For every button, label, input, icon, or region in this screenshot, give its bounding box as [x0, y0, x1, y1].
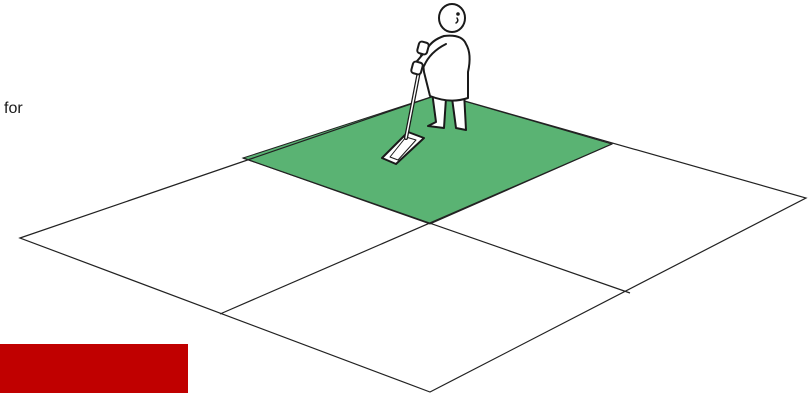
person-head: [439, 4, 465, 32]
red-action-button[interactable]: [0, 344, 188, 393]
person-hand-lower: [411, 61, 424, 75]
person-body: [423, 36, 469, 101]
person-hand-upper: [417, 41, 430, 55]
highlighted-tile: [243, 94, 612, 224]
